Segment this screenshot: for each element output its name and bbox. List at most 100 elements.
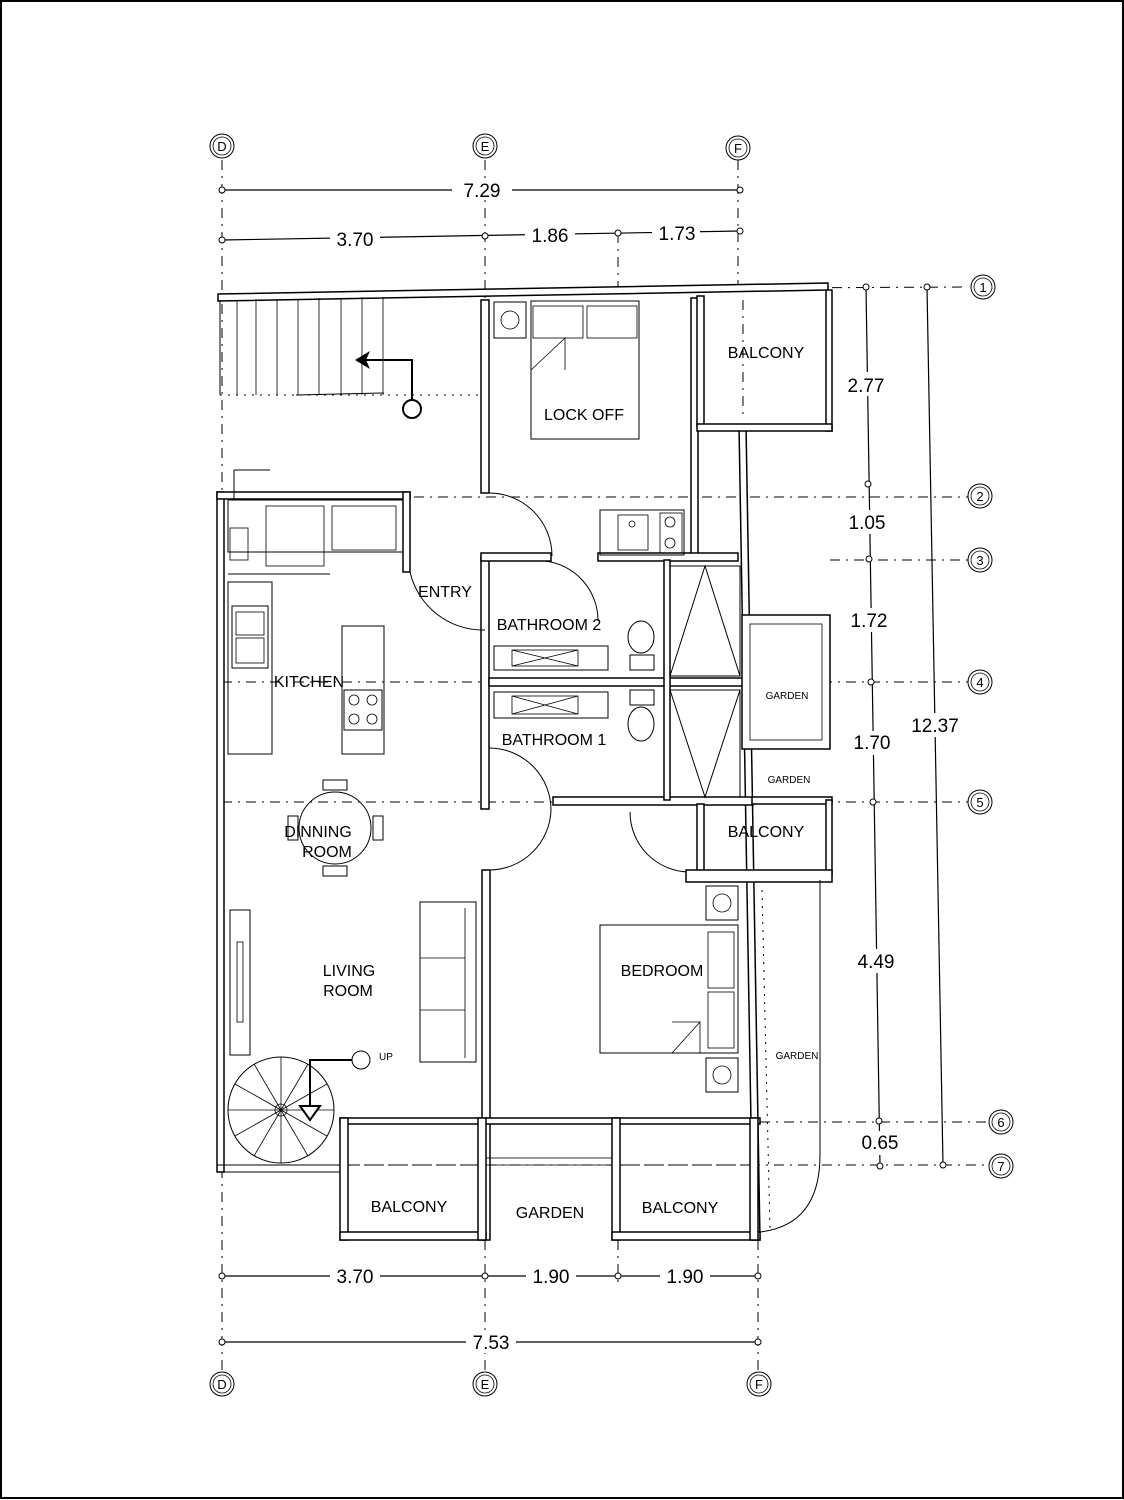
kitchen-top-counter (227, 499, 404, 553)
kitchen-sink (231, 605, 269, 669)
bedroom-area: BEDROOM (599, 885, 739, 1093)
axis-label: 2 (976, 489, 983, 504)
bathroom-1-vanity (493, 691, 609, 719)
dimension-right-segment: 1.70 (854, 733, 891, 754)
dimension-lines-bottom: 3.70 1.90 1.90 7.53 (218, 1265, 762, 1354)
room-label-bedroom: BEDROOM (621, 963, 704, 980)
living-sofa (419, 901, 477, 1063)
dimension-top-total: 7.29 (464, 181, 501, 202)
dimension-bottom-segment: 3.70 (337, 1267, 374, 1288)
axis-label: E (481, 1377, 490, 1392)
room-label-balcony-bottom-left: BALCONY (371, 1199, 448, 1216)
axis-bubble-d-bottom: D (209, 1371, 235, 1397)
dimension-right-segment: 4.49 (858, 952, 895, 973)
axis-bubbles-bottom: D E F (209, 1371, 772, 1397)
axis-bubble-5: 5 (967, 789, 993, 815)
axis-label: 6 (997, 1115, 1004, 1130)
bedroom-door-swing (629, 811, 691, 873)
dimension-bottom-segment: 1.90 (533, 1267, 570, 1288)
axis-label: 7 (997, 1159, 1004, 1174)
axis-label: 1 (979, 280, 986, 295)
axis-bubble-2: 2 (967, 483, 993, 509)
axis-bubbles-top: D E F (209, 133, 751, 161)
dimension-right-total: 12.37 (911, 716, 959, 737)
exterior-stair (219, 297, 480, 500)
lock-off-nightstand (493, 301, 527, 339)
axis-bubble-6: 6 (988, 1109, 1014, 1135)
bottom-balconies: BALCONY GARDEN BALCONY (339, 1117, 761, 1241)
bedroom-nightstand-top (705, 885, 739, 921)
kitchen-area: KITCHEN (227, 499, 404, 755)
axis-label: 3 (976, 553, 983, 568)
axis-bubbles-right: 1 2 3 4 5 6 7 (967, 274, 1014, 1179)
room-label-balcony-top: BALCONY (728, 345, 805, 362)
entry-area: ENTRY (409, 492, 691, 873)
spiral-stair-up-arrow (309, 1059, 352, 1110)
room-label-kitchen: KITCHEN (274, 674, 344, 691)
axis-bubble-3: 3 (967, 547, 993, 573)
garden-right: GARDEN (759, 880, 821, 1233)
bedroom-nightstand-bottom (705, 1057, 739, 1093)
kitchen-island (341, 625, 385, 755)
axis-label: F (755, 1377, 763, 1392)
dimension-lines-right: 2.77 1.05 1.72 1.70 4.49 0.65 12.37 (842, 283, 965, 1170)
axis-label: D (217, 139, 226, 154)
room-label-living: LIVING (323, 963, 375, 980)
kitchen-side-counter (227, 581, 273, 755)
axis-bubble-d-top: D (209, 133, 235, 159)
spiral-stair: UP (227, 1050, 393, 1164)
room-label-garden-mid: GARDEN (766, 691, 809, 702)
axis-bubble-7: 7 (988, 1153, 1014, 1179)
dimension-top-segment: 1.86 (532, 226, 569, 247)
axis-bubble-f-bottom: F (746, 1371, 772, 1397)
room-label-balcony-mid: BALCONY (728, 824, 805, 841)
room-label-garden-right: GARDEN (776, 1051, 819, 1062)
bedroom-bed (599, 924, 739, 1054)
dimension-lines-top: 7.29 3.70 1.86 1.73 (218, 178, 744, 251)
stair-direction-arrow (360, 359, 413, 400)
room-label-dinning: DINNING (284, 824, 352, 841)
stair-up-label: UP (379, 1052, 393, 1063)
room-label-entry: ENTRY (418, 584, 472, 601)
room-label-balcony-bottom-right: BALCONY (642, 1200, 719, 1217)
stair-start-marker (402, 399, 422, 419)
bathroom-2-toilet (627, 620, 655, 654)
dimension-top-segment: 3.70 (337, 230, 374, 251)
dimension-right-segment: 2.77 (848, 376, 885, 397)
room-label-living-room: ROOM (323, 983, 373, 1000)
balcony-top: BALCONY (696, 289, 833, 432)
room-label-bathroom-1: BATHROOM 1 (502, 732, 607, 749)
tv-console (229, 909, 251, 1056)
balcony-mid: BALCONY (685, 799, 833, 883)
bathroom-2-door-swing (544, 560, 599, 622)
bathrooms: BATHROOM 2 BATHROOM 1 (493, 564, 741, 799)
lock-off-room: LOCK OFF (493, 300, 685, 556)
axis-label: F (734, 141, 742, 156)
axis-label: 4 (976, 675, 983, 690)
dimension-bottom-segment: 1.90 (667, 1267, 704, 1288)
cooktop (343, 689, 383, 731)
room-label-garden-small: GARDEN (768, 775, 811, 786)
axis-bubble-e-top: E (472, 133, 498, 159)
axis-label: E (481, 139, 490, 154)
bathroom-1-door-swing (488, 747, 552, 811)
dimension-bottom-total: 7.53 (473, 1333, 510, 1354)
garden-mid: GARDEN GARDEN (741, 614, 833, 805)
room-label-bathroom-2: BATHROOM 2 (497, 617, 602, 634)
room-label-garden-bottom: GARDEN (516, 1205, 584, 1222)
bathroom-1-toilet (627, 706, 655, 742)
dimension-right-segment: 1.05 (849, 513, 886, 534)
entry-door-swing (488, 492, 553, 557)
kitchenette-counter (599, 509, 685, 556)
room-label-dinning-room: ROOM (302, 844, 352, 861)
dining-table (298, 791, 372, 865)
living-area: LIVING ROOM (229, 901, 477, 1063)
room-label-lock-off: LOCK OFF (544, 407, 624, 424)
axis-label: 5 (976, 795, 983, 810)
axis-bubble-1: 1 (970, 274, 996, 300)
dimension-right-segment: 1.72 (851, 611, 888, 632)
axis-label: D (217, 1377, 226, 1392)
living-door-swing (488, 809, 552, 871)
